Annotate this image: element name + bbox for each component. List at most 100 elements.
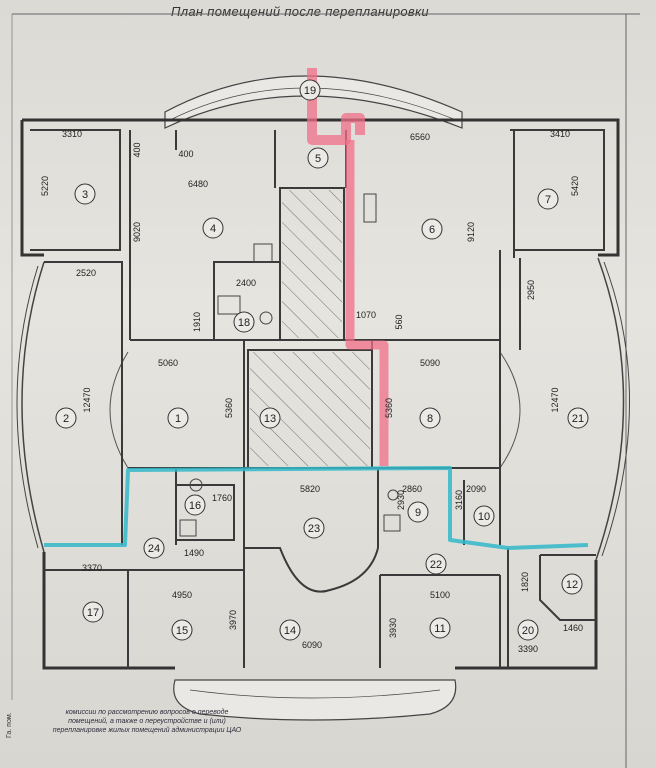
dimension-label: 4950 (172, 590, 192, 600)
room-marker-15: 15 (171, 619, 193, 641)
dimension-label: 2520 (76, 268, 96, 278)
bay-right (595, 257, 630, 561)
dimension-label: 5220 (40, 176, 50, 196)
room-marker-23: 23 (303, 517, 325, 539)
room-marker-7: 7 (537, 188, 559, 210)
dimension-label: 1820 (520, 572, 530, 592)
dimension-label: 5820 (300, 484, 320, 494)
room-number: 9 (415, 507, 421, 519)
room-marker-4: 4 (202, 217, 224, 239)
plan-title: План помещений после перепланировки (171, 4, 429, 19)
dimension-label: 2950 (526, 280, 536, 300)
room-number: 20 (522, 625, 534, 637)
dimension-label: 2930 (396, 490, 406, 510)
room-marker-13: 13 (259, 407, 281, 429)
room-number: 23 (308, 523, 320, 535)
room-number: 2 (63, 413, 69, 425)
room-number: 14 (284, 625, 296, 637)
dimension-label: 400 (178, 149, 193, 159)
room-number: 8 (427, 413, 433, 425)
room-marker-3: 3 (74, 183, 96, 205)
room-number: 4 (210, 223, 216, 235)
dimension-label: 5090 (420, 358, 440, 368)
room-number: 15 (176, 625, 188, 637)
room-number: 19 (304, 85, 316, 97)
room-number: 21 (572, 413, 584, 425)
dimension-label: 1070 (356, 310, 376, 320)
room-number: 11 (434, 623, 445, 635)
room-number: 22 (430, 559, 442, 571)
highlight-cyan (44, 466, 589, 550)
room-marker-12: 12 (561, 573, 583, 595)
dimension-label: 2090 (466, 484, 486, 494)
dimension-label: 1760 (212, 493, 232, 503)
room-number: 5 (315, 153, 321, 165)
dimension-label: 5420 (570, 176, 580, 196)
highlight-pink (307, 68, 389, 466)
hatched-shafts (250, 190, 370, 466)
dimension-label: 5360 (384, 398, 394, 418)
room-number: 16 (189, 500, 201, 512)
room-marker-17: 17 (82, 601, 104, 623)
dimension-label: 12470 (550, 387, 560, 412)
dimension-label: 400 (132, 142, 142, 157)
room-number: 17 (87, 607, 99, 619)
dimension-label: 1460 (563, 623, 583, 633)
dimension-label: 5060 (158, 358, 178, 368)
room-number: 10 (478, 511, 490, 523)
room-number: 12 (566, 579, 578, 591)
room-number: 7 (545, 194, 551, 206)
dimension-label: 6560 (410, 132, 430, 142)
dimension-label: 1490 (184, 548, 204, 558)
dimension-label: 2860 (402, 484, 422, 494)
approval-stamp: комиссии по рассмотрению вопросов о пере… (52, 709, 242, 734)
room-marker-24: 24 (143, 537, 165, 559)
room-marker-2: 2 (55, 407, 77, 429)
room-number: 3 (82, 189, 88, 201)
dimension-label: 2400 (236, 278, 256, 288)
side-note: Га. пом. (6, 712, 13, 738)
room-marker-5: 5 (307, 147, 329, 169)
dimension-label: 560 (394, 314, 404, 329)
room-number: 1 (175, 413, 181, 425)
room-marker-16: 16 (184, 494, 206, 516)
room-marker-20: 20 (517, 619, 539, 641)
room-marker-19: 19 (299, 79, 321, 101)
dimension-label: 5360 (224, 398, 234, 418)
dimension-label: 6480 (188, 179, 208, 189)
dimension-label: 3370 (82, 563, 102, 573)
dimension-label: 1910 (192, 312, 202, 332)
room-marker-11: 11 (429, 617, 451, 639)
room-marker-8: 8 (419, 407, 441, 429)
balcony-bottom (173, 679, 457, 721)
bay-left (16, 261, 45, 553)
dimension-label: 3390 (518, 644, 538, 654)
sheet-frame (11, 13, 640, 768)
room-number: 6 (429, 224, 435, 236)
dimension-label: 5100 (430, 590, 450, 600)
dimension-label: 12470 (82, 387, 92, 412)
room-marker-18: 18 (233, 311, 255, 333)
dimension-label: 6090 (302, 640, 322, 650)
room-number: 24 (148, 543, 160, 555)
room-marker-1: 1 (167, 407, 189, 429)
dimension-label: 9120 (466, 222, 476, 242)
room-marker-9: 9 (407, 501, 429, 523)
room-marker-10: 10 (473, 505, 495, 527)
dimension-label: 3970 (228, 610, 238, 630)
dimension-label: 9020 (132, 222, 142, 242)
room-marker-22: 22 (425, 553, 447, 575)
fixtures (179, 193, 401, 537)
dimension-label: 3410 (550, 129, 570, 139)
room-number: 13 (264, 413, 276, 425)
room-number: 18 (238, 317, 250, 329)
dimension-label: 3930 (388, 618, 398, 638)
room-marker-14: 14 (279, 619, 301, 641)
room-marker-6: 6 (421, 218, 443, 240)
dimension-label: 3310 (62, 129, 82, 139)
room-marker-21: 21 (567, 407, 589, 429)
